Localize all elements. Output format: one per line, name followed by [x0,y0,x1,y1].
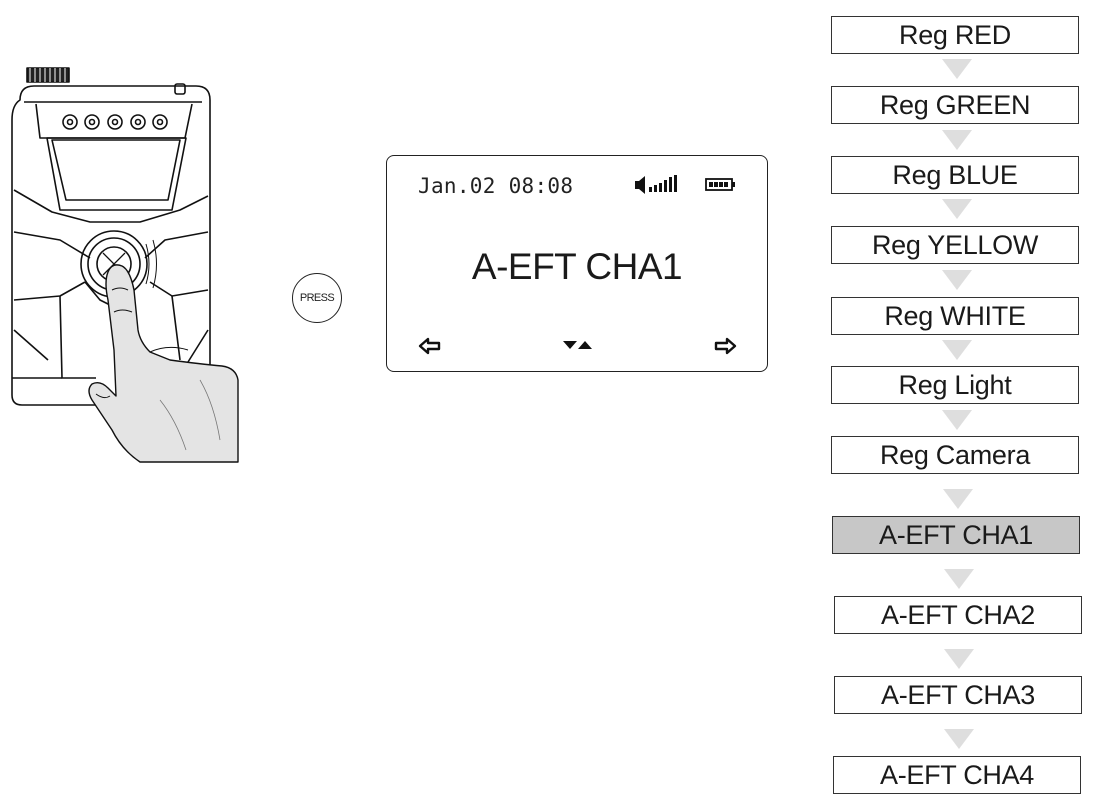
press-badge: PRESS [292,273,342,323]
battery-icon [705,178,735,191]
flow-arrow-down-icon [942,340,972,360]
right-arrow-icon [714,337,737,355]
menu-item: A-EFT CHA4 [833,756,1081,794]
flow-arrow-down-icon [943,489,973,509]
flow-arrow-down-icon [942,410,972,430]
device-body [11,67,211,406]
menu-item: Reg Light [831,366,1079,404]
lcd-screen: Jan.02 08:08 A-EFT CHA1 [386,155,768,372]
lcd-status-icons [635,175,735,194]
down-up-arrows-icon [563,341,592,349]
menu-item: A-EFT CHA2 [834,596,1082,634]
flow-arrow-down-icon [942,199,972,219]
menu-item: Reg BLUE [831,156,1079,194]
left-arrow-icon [418,337,441,355]
flow-arrow-down-icon [942,59,972,79]
flow-arrow-down-icon [944,569,974,589]
device-illustration [11,67,239,463]
menu-item: Reg YELLOW [831,226,1079,264]
finger-icon [88,264,239,463]
menu-item: Reg Camera [831,436,1079,474]
menu-item-active: A-EFT CHA1 [832,516,1080,554]
lcd-channel: A-EFT CHA1 [471,246,683,287]
lcd-clock: Jan.02 08:08 [418,174,574,198]
menu-item: A-EFT CHA3 [834,676,1082,714]
menu-item: Reg WHITE [831,297,1079,335]
menu-item: Reg RED [831,16,1079,54]
flow-arrow-down-icon [942,130,972,150]
menu-flow: Reg RED Reg GREEN Reg BLUE Reg YELLOW Reg WH… [820,0,1094,810]
flow-arrow-down-icon [944,649,974,669]
menu-item: Reg GREEN [831,86,1079,124]
flow-arrow-down-icon [942,270,972,290]
flow-arrow-down-icon [944,729,974,749]
speaker-volume-icon [635,175,677,194]
